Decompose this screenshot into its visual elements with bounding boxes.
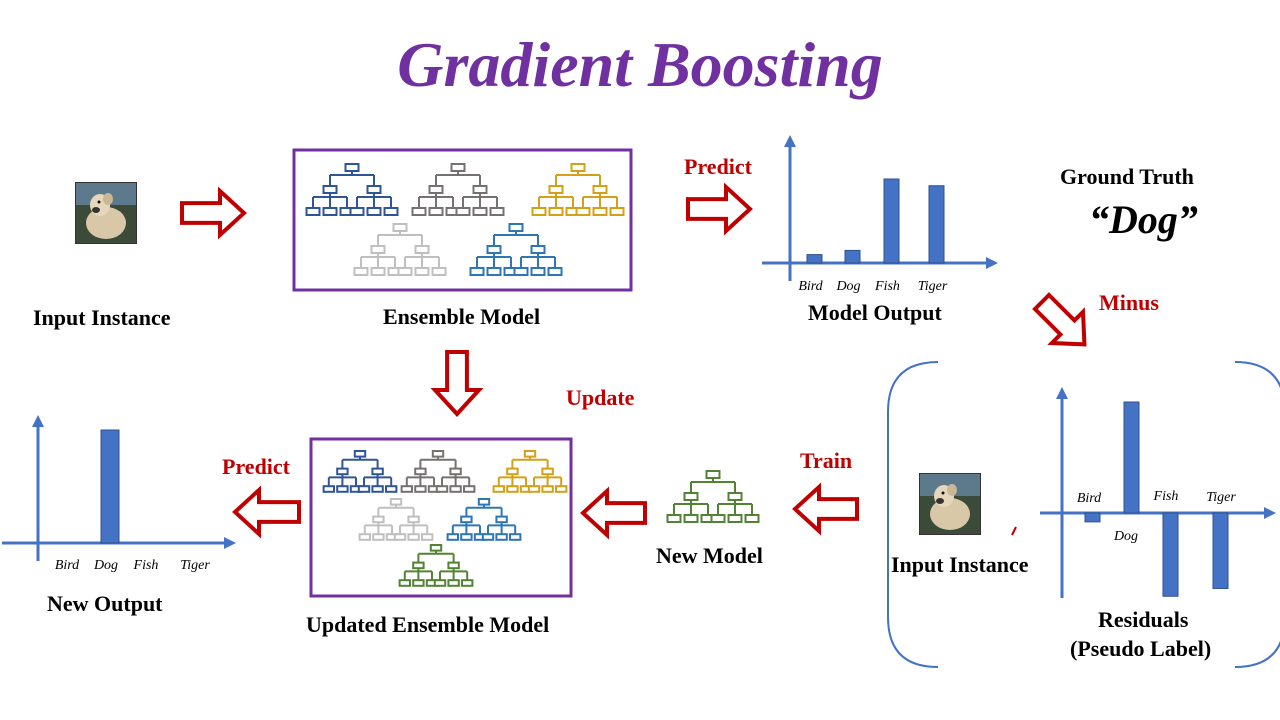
decision-tree-icon — [446, 498, 522, 541]
bar-fish — [1162, 512, 1179, 597]
tick-label-dog: Dog — [93, 558, 118, 573]
tick-label-dog: Dog — [835, 279, 860, 294]
arrow-predict-bottom — [232, 485, 301, 539]
tick-label-fish: Fish — [1153, 489, 1179, 504]
bar-fish — [883, 178, 900, 264]
predict-top-label: Predict — [684, 154, 753, 179]
decision-tree-icon — [531, 163, 625, 216]
predict-bottom-label: Predict — [222, 454, 291, 479]
dog-photo-icon — [920, 474, 980, 534]
x-axis-arrowhead — [224, 537, 236, 549]
updated-ensemble-label: Updated Ensemble Model — [306, 612, 550, 637]
tick-label-bird: Bird — [55, 558, 80, 573]
pseudo-label-label: (Pseudo Label) — [1070, 636, 1212, 661]
tick-label-bird: Bird — [1077, 491, 1102, 506]
decision-tree-icon — [305, 163, 399, 216]
bar-dog — [100, 429, 120, 544]
new-output-chart: Bird Dog Fish Tiger — [2, 415, 236, 573]
decision-tree-icon — [469, 223, 563, 276]
bar-tiger — [928, 185, 945, 264]
bar-tiger — [1212, 512, 1229, 589]
dog-photo-icon — [76, 183, 136, 243]
arrow-predict — [686, 182, 753, 236]
stray-mark — [1011, 526, 1017, 536]
train-label: Train — [800, 448, 853, 473]
ensemble-model-frame — [292, 148, 633, 292]
arrow-minus — [1032, 292, 1087, 347]
arrow-new-model — [580, 486, 647, 540]
bar-bird — [1084, 512, 1101, 523]
tick-label-tiger: Tiger — [180, 558, 210, 573]
model-output-chart: Bird Dog Fish Tiger — [762, 135, 998, 294]
x-axis-arrowhead — [1264, 507, 1276, 519]
decision-tree-icon — [358, 498, 434, 541]
input-instance-bottom-label: Input Instance — [891, 552, 1029, 577]
input-instance-top-label: Input Instance — [33, 305, 171, 330]
minus-label: Minus — [1099, 290, 1159, 315]
tick-label-fish: Fish — [133, 558, 159, 573]
update-label: Update — [566, 385, 635, 410]
new-model-label: New Model — [656, 543, 763, 568]
decision-tree-icon — [353, 223, 447, 276]
decision-tree-icon — [400, 450, 476, 493]
tick-label-tiger: Tiger — [918, 279, 948, 294]
model-output-label: Model Output — [808, 300, 942, 325]
bar-bird — [806, 254, 823, 264]
input-image-bottom — [919, 473, 981, 535]
arrow-update — [430, 350, 484, 417]
tick-label-tiger: Tiger — [1206, 490, 1236, 505]
page-title: Gradient Boosting — [397, 29, 883, 100]
input-image-top — [75, 182, 137, 244]
x-axis-arrowhead — [986, 257, 998, 269]
updated-ensemble-frame — [309, 437, 573, 598]
residual-bracket-right — [1234, 361, 1280, 668]
arrow-train — [792, 482, 859, 536]
decision-tree-icon — [411, 163, 505, 216]
new-output-label: New Output — [47, 591, 163, 616]
y-axis-arrowhead — [784, 135, 796, 147]
ground-truth-label: Ground Truth — [1060, 164, 1194, 189]
arrow-input-to-ensemble — [180, 186, 247, 240]
tick-label-bird: Bird — [798, 279, 823, 294]
decision-tree-icon — [666, 470, 760, 523]
bar-dog — [1123, 401, 1140, 514]
decision-tree-icon — [398, 544, 474, 587]
residuals-label: Residuals — [1098, 607, 1189, 632]
decision-tree-icon — [322, 450, 398, 493]
y-axis-arrowhead — [32, 415, 44, 427]
tick-label-fish: Fish — [874, 279, 900, 294]
ground-truth-value: “Dog” — [1089, 197, 1198, 242]
y-axis-arrowhead — [1056, 387, 1068, 399]
tick-label-dog: Dog — [1113, 529, 1138, 544]
ensemble-model-label: Ensemble Model — [383, 304, 541, 329]
bar-dog — [844, 249, 861, 264]
residual-bracket-left — [887, 361, 939, 668]
decision-tree-icon — [492, 450, 568, 493]
